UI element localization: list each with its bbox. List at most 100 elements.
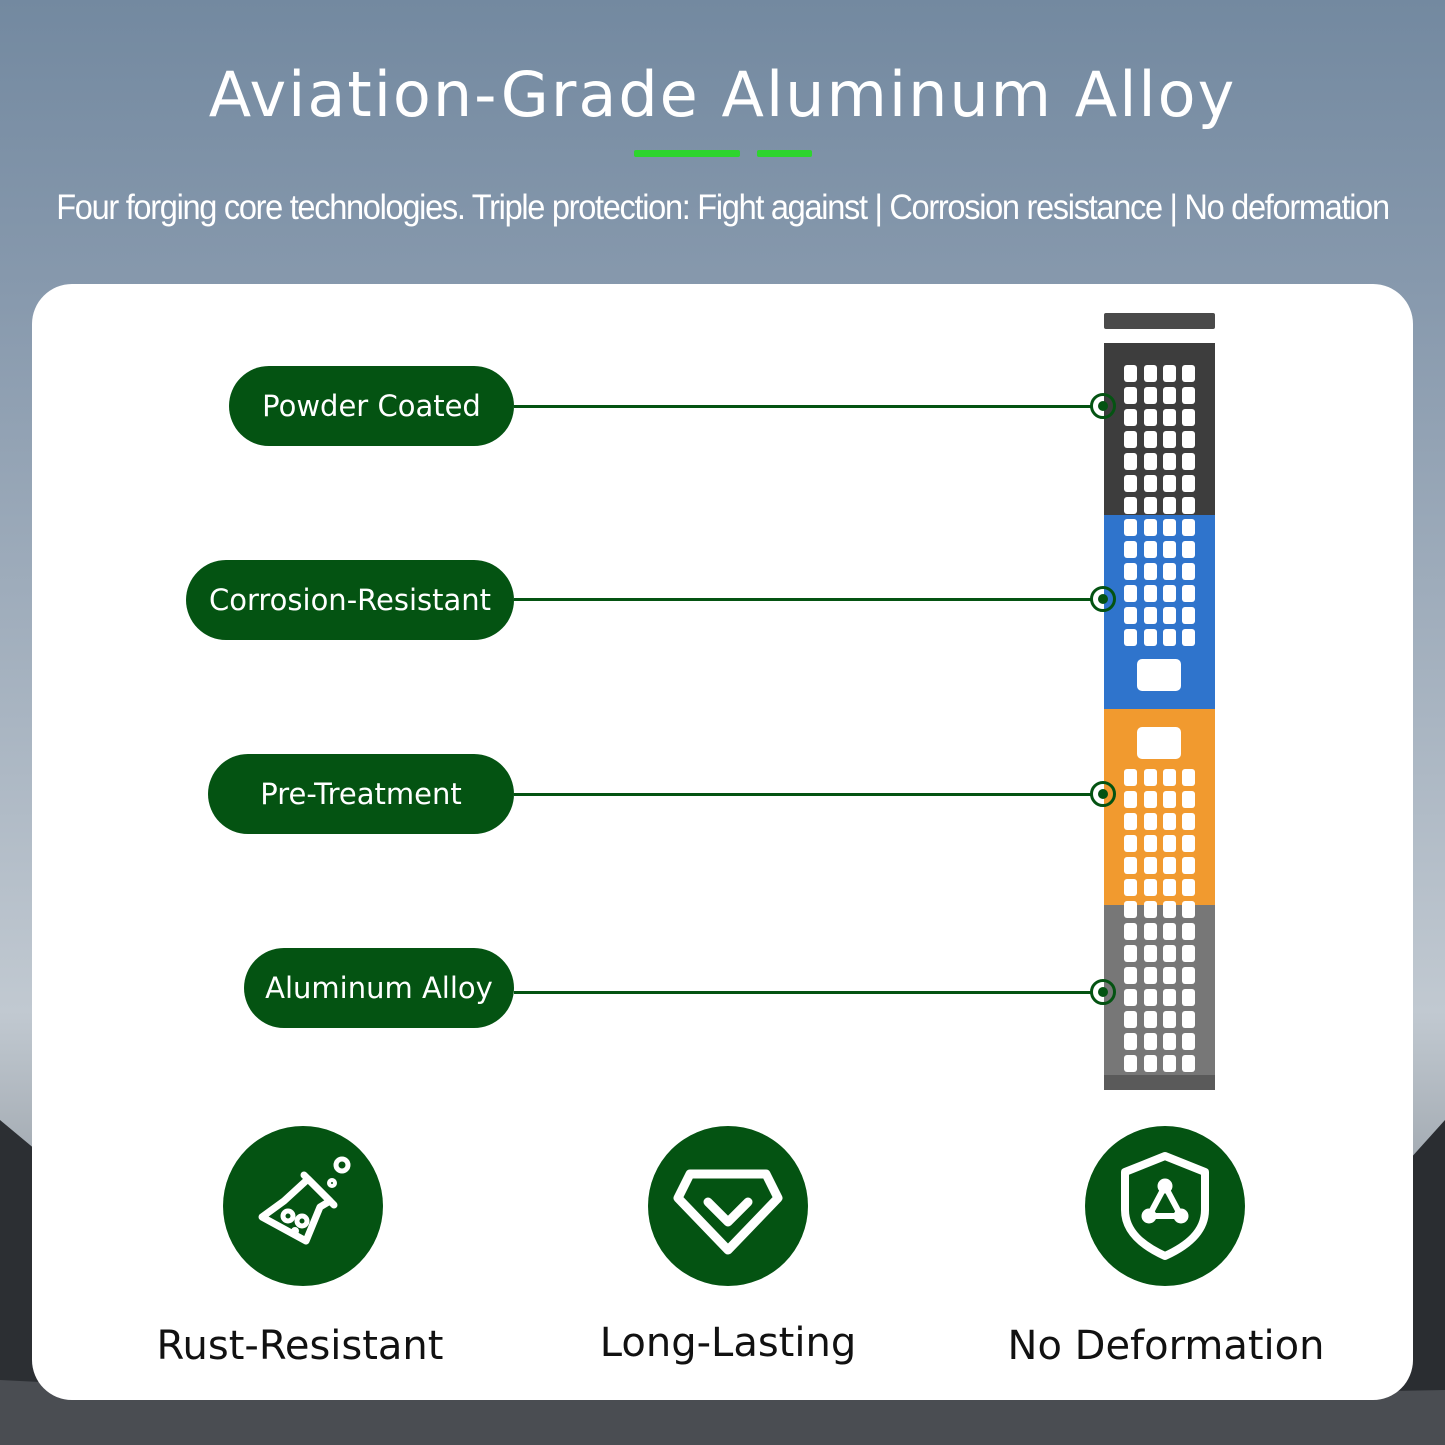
product-hole	[1182, 453, 1195, 470]
product-hole	[1124, 923, 1137, 940]
product-hole	[1163, 365, 1176, 382]
page-subtitle: Four forging core technologies. Triple p…	[56, 188, 1390, 227]
diamond-check-icon	[648, 1126, 808, 1286]
product-hole	[1163, 879, 1176, 896]
product-hole	[1163, 945, 1176, 962]
product-hole	[1182, 989, 1195, 1006]
product-hole	[1144, 791, 1157, 808]
product-hole	[1144, 923, 1157, 940]
product-hole	[1163, 923, 1176, 940]
product-hole	[1163, 519, 1176, 536]
layer-label: Corrosion-Resistant	[208, 583, 492, 617]
product-hole	[1124, 1055, 1137, 1072]
product-hole	[1163, 541, 1176, 558]
layer-label: Aluminum Alloy	[265, 971, 493, 1005]
product-hole	[1144, 387, 1157, 404]
product-slot	[1137, 727, 1181, 759]
product-hole	[1144, 409, 1157, 426]
product-hole	[1182, 541, 1195, 558]
product-hole	[1182, 365, 1195, 382]
product-hole	[1182, 923, 1195, 940]
product-hole	[1182, 585, 1195, 602]
product-hole	[1144, 857, 1157, 874]
layer-pill-aluminum-alloy: Aluminum Alloy	[244, 948, 514, 1028]
product-hole	[1144, 541, 1157, 558]
product-hole	[1124, 879, 1137, 896]
product-hole	[1124, 387, 1137, 404]
product-slot	[1137, 659, 1181, 691]
product-hole	[1144, 365, 1157, 382]
product-hole	[1124, 519, 1137, 536]
product-hole	[1163, 431, 1176, 448]
product-hole	[1124, 629, 1137, 646]
product-hole	[1144, 1055, 1157, 1072]
product-hole	[1163, 901, 1176, 918]
product-hole	[1182, 945, 1195, 962]
product-hole	[1144, 813, 1157, 830]
product-hole	[1163, 791, 1176, 808]
product-holes	[1124, 365, 1195, 1072]
product-hole	[1124, 607, 1137, 624]
product-hole	[1144, 585, 1157, 602]
connector-node	[1090, 393, 1116, 419]
product-hole	[1124, 409, 1137, 426]
product-hole	[1144, 563, 1157, 580]
product-hole	[1163, 497, 1176, 514]
product-hole	[1144, 769, 1157, 786]
product-hole	[1182, 431, 1195, 448]
product-hole	[1144, 453, 1157, 470]
product-hole	[1144, 1011, 1157, 1028]
product-hole	[1144, 475, 1157, 492]
product-hole	[1163, 409, 1176, 426]
connector-line	[514, 793, 1091, 796]
product-hole	[1124, 967, 1137, 984]
product-hole	[1182, 563, 1195, 580]
product-hole	[1182, 1055, 1195, 1072]
title-accent-bar-short	[757, 150, 812, 157]
title-accent-bar	[634, 150, 740, 157]
product-hole	[1182, 629, 1195, 646]
feature-label-long-lasting: Long-Lasting	[599, 1320, 857, 1366]
product-hole	[1163, 989, 1176, 1006]
product-hole	[1124, 813, 1137, 830]
product-hole	[1182, 879, 1195, 896]
product-hole	[1144, 967, 1157, 984]
shield-icon	[1085, 1126, 1245, 1286]
product-hole	[1182, 769, 1195, 786]
product-hole	[1163, 1055, 1176, 1072]
product-hole	[1124, 835, 1137, 852]
product-top-rail	[1104, 313, 1215, 329]
product-hole	[1182, 813, 1195, 830]
feature-label-rust-resistant: Rust-Resistant	[156, 1323, 444, 1369]
product-hole	[1124, 901, 1137, 918]
product-hole	[1163, 585, 1176, 602]
product-hole	[1182, 497, 1195, 514]
page-title: Aviation-Grade Aluminum Alloy	[208, 58, 1237, 131]
connector-node	[1090, 979, 1116, 1005]
layer-label: Pre-Treatment	[260, 777, 462, 811]
product-hole	[1124, 989, 1137, 1006]
product-hole	[1144, 901, 1157, 918]
product-hole	[1163, 475, 1176, 492]
product-hole	[1182, 519, 1195, 536]
product-hole	[1144, 629, 1157, 646]
product-hole	[1144, 989, 1157, 1006]
connector-node	[1090, 586, 1116, 612]
product-hole	[1182, 1033, 1195, 1050]
product-hole	[1163, 813, 1176, 830]
product-hole	[1124, 945, 1137, 962]
product-hole	[1163, 607, 1176, 624]
layer-band-aluminum-alloy	[1104, 905, 1215, 1090]
product-hole	[1124, 1011, 1137, 1028]
product-hole	[1124, 541, 1137, 558]
product-hole	[1144, 497, 1157, 514]
product-hole	[1144, 1033, 1157, 1050]
product-hole	[1163, 769, 1176, 786]
product-hole	[1144, 835, 1157, 852]
product-hole	[1144, 431, 1157, 448]
product-hole	[1182, 1011, 1195, 1028]
product-hole	[1163, 387, 1176, 404]
product-hole	[1182, 607, 1195, 624]
product-hole	[1182, 791, 1195, 808]
product-hole	[1124, 857, 1137, 874]
